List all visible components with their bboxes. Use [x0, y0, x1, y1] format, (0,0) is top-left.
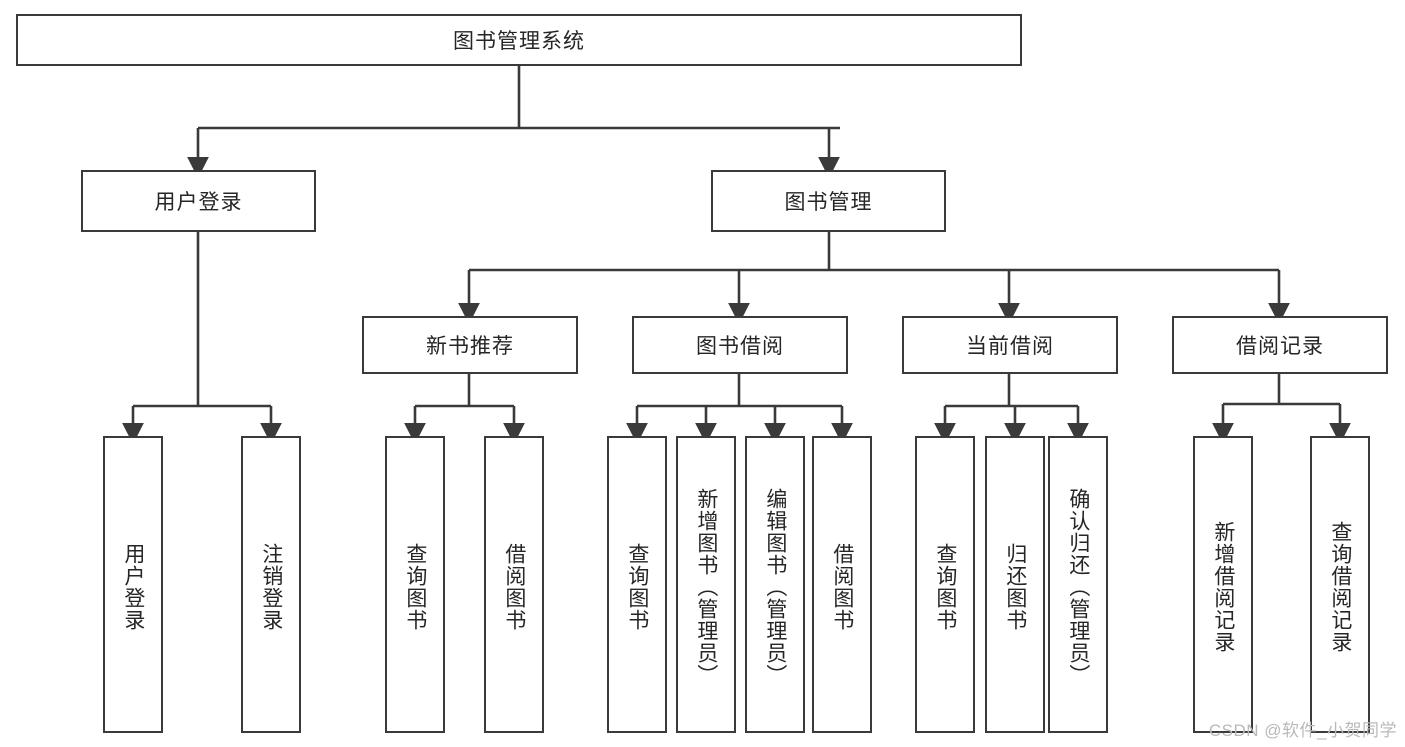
node-label: 查询图书: [933, 542, 957, 631]
leaf-borrow-query[interactable]: 查询图书: [607, 436, 667, 733]
node-label: 用户登录: [121, 542, 145, 631]
node-label: 图书借阅: [696, 335, 784, 358]
node-borrow-record[interactable]: 借阅记录: [1172, 316, 1388, 374]
leaf-cur-confirm[interactable]: 确认归还（管理员）: [1048, 436, 1108, 733]
node-label: 注销登录: [259, 542, 283, 631]
node-current-borrow[interactable]: 当前借阅: [902, 316, 1118, 374]
leaf-rec-query2[interactable]: 查询借阅记录: [1310, 436, 1370, 733]
node-new-book-rec[interactable]: 新书推荐: [362, 316, 578, 374]
node-label: 新增借阅记录: [1211, 520, 1235, 653]
node-label: 图书管理: [784, 191, 873, 214]
node-label: 查询图书: [625, 542, 649, 631]
node-label: 新书推荐: [426, 335, 514, 358]
leaf-user-login[interactable]: 用户登录: [103, 436, 163, 733]
node-book-manage[interactable]: 图书管理: [711, 170, 946, 232]
leaf-borrow-do[interactable]: 借阅图书: [812, 436, 872, 733]
leaf-borrow-add[interactable]: 新增图书（管理员）: [676, 436, 736, 733]
node-label: 当前借阅: [966, 335, 1054, 358]
leaf-rec-borrow[interactable]: 借阅图书: [484, 436, 544, 733]
leaf-logout[interactable]: 注销登录: [241, 436, 301, 733]
node-label: 确认归还（管理员）: [1066, 487, 1090, 686]
watermark: CSDN @软件_小贺同学: [1208, 721, 1397, 740]
node-label: 借阅记录: [1236, 335, 1324, 358]
leaf-rec-query[interactable]: 查询图书: [385, 436, 445, 733]
node-root[interactable]: 图书管理系统: [16, 14, 1022, 66]
node-user-login[interactable]: 用户登录: [81, 170, 316, 232]
leaf-cur-return[interactable]: 归还图书: [985, 436, 1045, 733]
node-label: 新增图书（管理员）: [694, 487, 718, 686]
node-label: 查询图书: [403, 542, 427, 631]
node-book-borrow[interactable]: 图书借阅: [632, 316, 848, 374]
node-label: 用户登录: [154, 191, 243, 214]
node-label: 图书管理系统: [453, 30, 585, 53]
leaf-borrow-edit[interactable]: 编辑图书（管理员）: [745, 436, 805, 733]
node-label: 借阅图书: [502, 542, 526, 631]
node-label: 归还图书: [1003, 542, 1027, 631]
node-label: 编辑图书（管理员）: [763, 487, 787, 686]
node-label: 借阅图书: [830, 542, 854, 631]
leaf-cur-query[interactable]: 查询图书: [915, 436, 975, 733]
node-label: 查询借阅记录: [1328, 520, 1352, 653]
leaf-rec-add[interactable]: 新增借阅记录: [1193, 436, 1253, 733]
